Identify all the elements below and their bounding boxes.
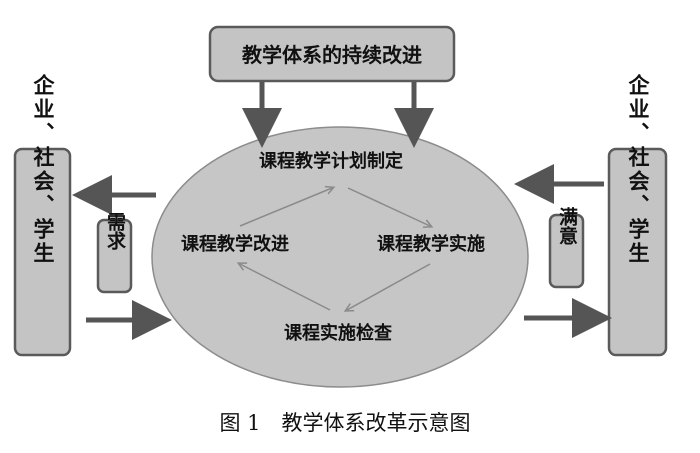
top-box — [208, 25, 456, 83]
figure-caption: 图 1 教学体系改革示意图 — [219, 411, 470, 435]
left-box — [13, 147, 72, 357]
central-ellipse — [151, 126, 529, 388]
right-box-label: 企业、社会、学生 — [626, 73, 651, 266]
left-box-label: 企业、社会、学生 — [31, 73, 56, 266]
demand-tag-label: 需求 — [104, 212, 126, 250]
cycle-plan-label: 课程教学计划制定 — [259, 150, 403, 172]
right-box — [607, 147, 668, 357]
cycle-arrow-check-to-improve — [240, 264, 331, 311]
cycle-check-label: 课程实施检查 — [284, 322, 392, 344]
cycle-arrow-improve-to-plan — [239, 188, 332, 227]
cycle-implement-label: 课程教学实施 — [377, 233, 485, 255]
demand-tag — [96, 218, 133, 294]
cycle-arrow-plan-to-implement — [347, 187, 430, 226]
cycle-arrow-implement-to-check — [347, 263, 431, 310]
satisfaction-tag — [548, 213, 585, 289]
satisfaction-tag-label: 满意 — [556, 206, 578, 245]
cycle-improve-label: 课程教学改进 — [181, 233, 289, 255]
top-box-label: 教学体系的持续改进 — [242, 43, 422, 67]
